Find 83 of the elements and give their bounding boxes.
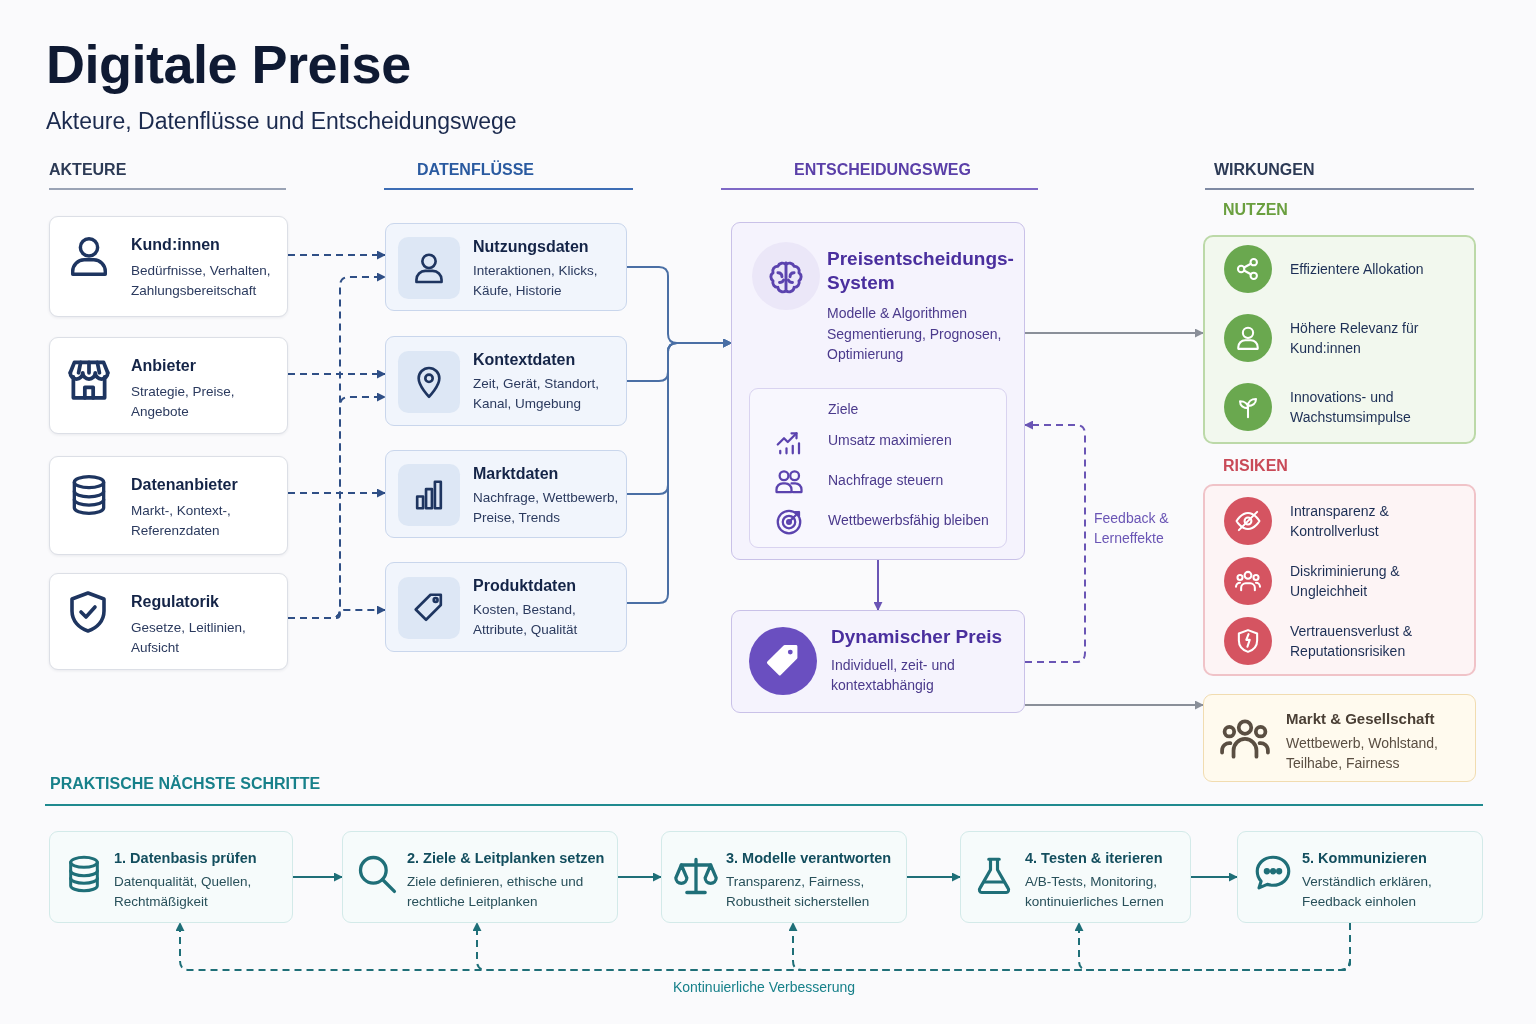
dashed-arrow — [287, 250, 386, 260]
step-title: 5. Kommunizieren — [1302, 849, 1428, 868]
system-panel — [731, 222, 1025, 560]
dashed-arrow — [287, 488, 386, 498]
box-description: Zeit, Gerät, Standort, Kanal, Umgebung — [473, 375, 601, 413]
system-title: Preisentscheidungs- System — [827, 247, 1015, 295]
step-title: 4. Testen & iterieren — [1025, 849, 1164, 868]
risk-text: Vertrauensverlust & Reputationsrisiken — [1290, 622, 1414, 661]
column-heading: WIRKUNGEN — [1214, 161, 1315, 179]
box-description: Kosten, Bestand, Attribute, Qualität — [473, 601, 579, 639]
actor-card — [49, 573, 288, 670]
risk-text: Intransparenz & Kontrollverlust — [1290, 502, 1390, 541]
data-card — [385, 336, 627, 426]
column-heading: ENTSCHEIDUNGSWEG — [794, 161, 971, 179]
step-title: 1. Datenbasis prüfen — [114, 849, 258, 868]
step-card — [960, 831, 1191, 923]
box-description: Gesetze, Leitlinien, Aufsicht — [131, 619, 247, 657]
section-heading: NUTZEN — [1223, 200, 1288, 220]
goal-text: Umsatz maximieren — [828, 431, 953, 450]
price-card — [731, 610, 1025, 713]
risk-text: Diskriminierung & Ungleichheit — [1290, 562, 1401, 601]
dashed-arrow — [287, 605, 386, 619]
step-card — [1237, 831, 1483, 923]
box-description: Bedürfnisse, Verhalten, Zahlungsbereitschaft — [131, 262, 272, 300]
step-card — [342, 831, 618, 923]
impact-card — [1203, 694, 1476, 782]
box-title: Datenanbieter — [131, 475, 239, 495]
benefit-text: Innovations- und Wachstumsimpulse — [1290, 388, 1412, 427]
goal-text: Nachfrage steuern — [828, 471, 945, 490]
actor-card — [49, 456, 288, 555]
actor-card — [49, 216, 288, 317]
box-description: Markt-, Kontext-, Referenzdaten — [131, 502, 232, 540]
arrow — [626, 338, 732, 604]
column-heading: DATENFLÜSSE — [417, 161, 535, 179]
box-description: Strategie, Preise, Angebote — [131, 383, 236, 421]
data-card — [385, 450, 627, 538]
box-title: Kontextdaten — [473, 350, 577, 370]
arrow — [1190, 872, 1238, 882]
arrow — [1024, 328, 1204, 338]
box-title: Kund:innen — [131, 235, 221, 255]
dashed-arrow — [287, 369, 386, 379]
benefit-text: Effizientere Allokation — [1290, 260, 1425, 279]
system-description: Segmentierung, Prognosen, Optimierung — [827, 325, 1003, 364]
diagram-subtitle: Akteure, Datenflüsse und Entscheidungswege — [46, 108, 517, 135]
step-description: Verständlich erklären, Feedback einholen — [1302, 873, 1433, 911]
column-heading: AKTEURE — [49, 161, 127, 179]
arrow — [873, 559, 883, 611]
price-title: Dynamischer Preis — [831, 625, 1004, 649]
box-title: Marktdaten — [473, 464, 560, 484]
step-title: 3. Modelle verantworten — [726, 849, 893, 868]
box-title: Nutzungsdaten — [473, 237, 590, 257]
impact-title: Markt & Gesellschaft — [1286, 709, 1436, 729]
box-description: Interaktionen, Klicks, Käufe, Historie — [473, 262, 599, 300]
step-description: A/B-Tests, Monitoring, kontinuierliches Lernen — [1025, 873, 1165, 911]
arrow — [1024, 700, 1204, 710]
benefit-text: Höhere Relevanz für Kund:innen — [1290, 319, 1420, 358]
dashed-arrow — [1074, 922, 1351, 971]
box-title: Anbieter — [131, 356, 197, 376]
box-title: Regulatorik — [131, 592, 220, 612]
data-card — [385, 223, 627, 311]
impact-description: Wettbewerb, Wohlstand, Teilhabe, Fairness — [1286, 734, 1439, 773]
goals-panel — [749, 388, 1007, 548]
system-description: Modelle & Algorithmen — [827, 304, 969, 323]
step-description: Transparenz, Fairness, Robustheit sicherstellen — [726, 873, 871, 911]
section-heading: RISIKEN — [1223, 456, 1288, 476]
step-description: Datenqualität, Quellen, Rechtmäßigkeit — [114, 873, 253, 911]
goal-text: Wettbewerbsfähig bleiben — [828, 511, 990, 530]
step-title: 2. Ziele & Leitplanken setzen — [407, 849, 606, 868]
actor-card — [49, 337, 288, 434]
arrow — [292, 872, 343, 882]
box-description: Nachfrage, Wettbewerb, Preise, Trends — [473, 489, 620, 527]
step-description: Ziele definieren, ethische und rechtliche Leitplanken — [407, 873, 585, 911]
data-card — [385, 562, 627, 652]
diagram-title: Digitale Preise — [46, 33, 411, 95]
box-title: Produktdaten — [473, 576, 578, 596]
arrow — [617, 872, 662, 882]
step-card — [661, 831, 907, 923]
goals-heading: Ziele — [828, 400, 860, 419]
section-heading: PRAKTISCHE NÄCHSTE SCHRITTE — [50, 775, 321, 793]
step-card — [49, 831, 293, 923]
dashed-arrow — [1024, 420, 1086, 663]
arrow — [906, 872, 961, 882]
price-description: Individuell, zeit- und kontextabhängig — [831, 656, 956, 695]
